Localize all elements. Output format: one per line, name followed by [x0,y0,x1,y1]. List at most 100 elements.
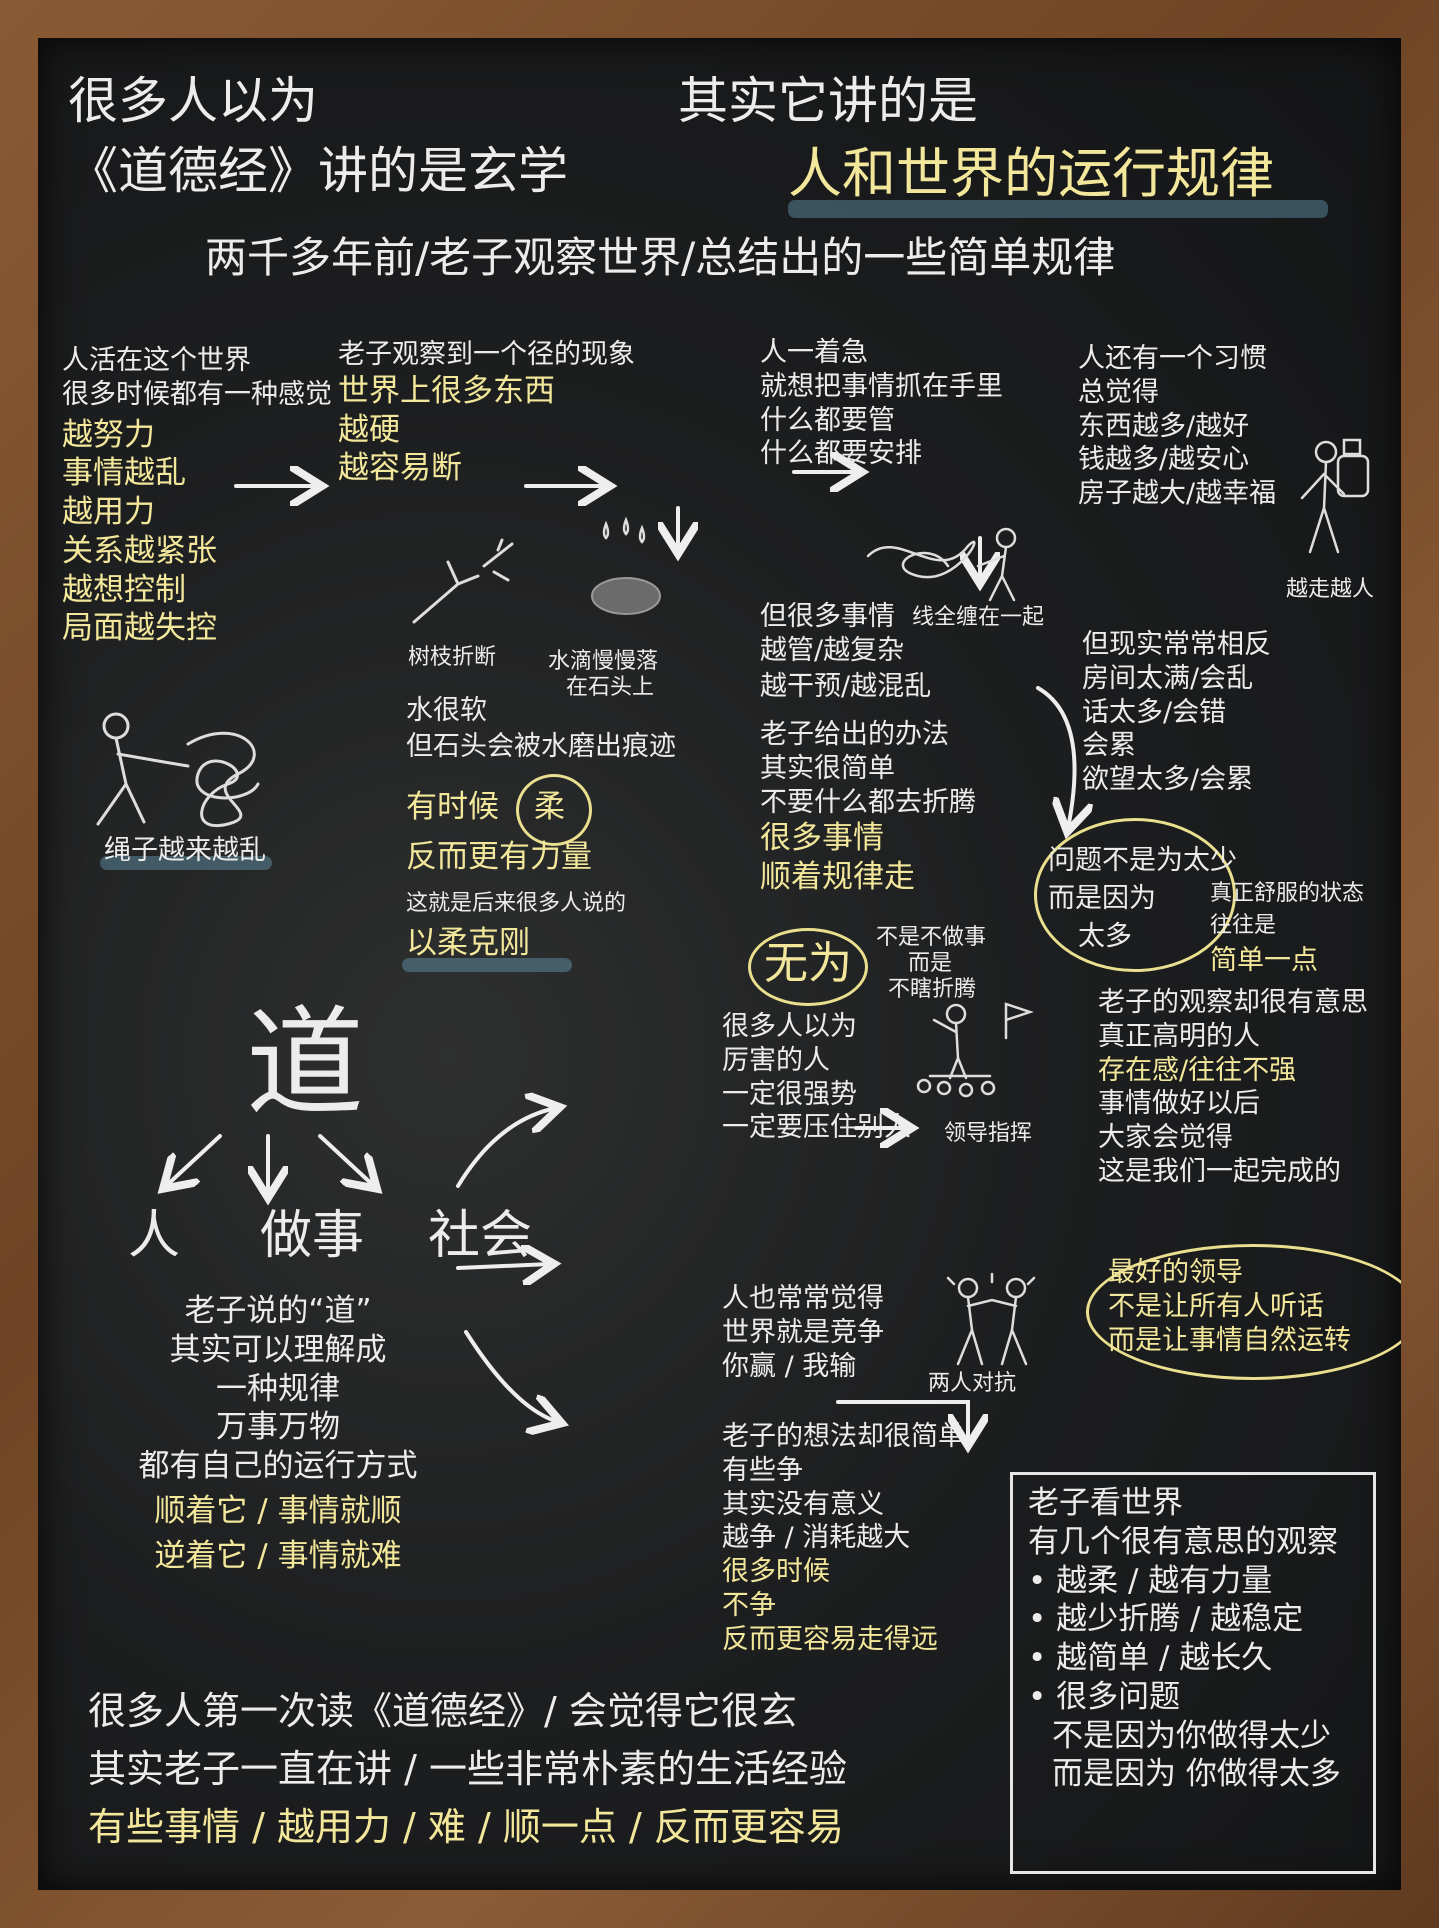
leader-cap: 领导指挥 [944,1121,1033,1146]
header-right-line1: 其实它讲的是 [678,72,978,130]
dao-explain-line: 万事万物 [216,1409,340,1446]
summary-tail: 不是因为你做得太少 [1052,1717,1331,1754]
dao-branch-work: 做事 [260,1206,365,1266]
footer-line2: 其实老子一直在讲 / 一些非常朴素的生活经验 [88,1747,847,1791]
summary-bullet: • 越柔 / 越有力量 [1028,1562,1273,1599]
panel-more: 人还有一个习惯 总觉得 东西越多/越好 钱越多/越安心 房子越大/越幸福 [1078,342,1276,511]
dao-explain-line: 其实可以理解成 [169,1331,387,1368]
summary-title: 有几个很有意思的观察 [1028,1523,1338,1560]
nocompete-line-y: 反而更容易走得远 [722,1623,938,1655]
burdened-walker-icon [1300,438,1370,554]
dao-explain-line: 都有自己的运行方式 [138,1448,418,1484]
p3-wuwei-note: 不瞎折腾 [888,977,977,1002]
p2-water-1: 水很软 [406,695,487,726]
circle-mark [1034,818,1236,972]
summary-bullet-text: 越简单 / 越长久 [1056,1640,1273,1676]
broken-branch-icon [412,538,514,624]
chalkboard: 很多人以为 《道德经》讲的是玄学 其实它讲的是 人和世界的运行规律 两千多年前/… [38,38,1401,1890]
p4-intro: 总觉得 [1078,376,1159,408]
p3-intro: 就想把事情抓在手里 [760,370,1003,402]
p3-method-line: 不要什么都去折腾 [760,786,976,818]
dao-follow: 逆着它 / 事情就难 [154,1537,402,1574]
header-right-line2: 人和世界的运行规律 [788,142,1274,205]
p4-comfort: 真正舒服的状态 [1210,881,1365,906]
p3-intro: 什么都要安排 [760,438,922,470]
summary-bullet: • 越少折腾 / 越稳定 [1028,1601,1304,1638]
footer-line3: 有些事情 / 越用力 / 难 / 顺一点 / 反而更容易 [88,1805,844,1849]
header-left-line1: 很多人以为 [68,72,318,130]
compete-cap: 两人对抗 [928,1371,1017,1396]
leader-right-line: 大家会觉得 [1098,1122,1233,1153]
p4-cap: 越走越人 [1286,577,1375,602]
p4-intro: 房子越大/越幸福 [1078,478,1277,509]
p1-caption: 绳子越来越乱 [104,835,266,866]
summary-bullet-text: 越柔 / 越有力量 [1056,1562,1273,1599]
leader-right: 老子的观察却很有意思 真正高明的人 存在感/往往不强 事情做好以后 大家会觉得 … [1098,986,1368,1189]
p2-cap-water-2: 在石头上 [566,675,655,700]
nocompete-line-y: 不争 [722,1589,776,1621]
p4-reality-line: 会累 [1082,730,1136,762]
p2-item: 越硬 [338,411,400,448]
leader-left: 一定很强势 [722,1078,857,1110]
leader-right-y: 存在感/往往不强 [1098,1054,1297,1086]
nocompete-line: 老子的想法却很简单 [722,1421,965,1452]
leader-best-line: 最好的领导 [1108,1257,1243,1288]
dao-branch-person: 人 [128,1206,181,1266]
p4-circle: 太多 [1078,921,1132,952]
highlight-mark [402,958,572,972]
p2-rou-pre: 有时候 [406,789,499,825]
p3-method-line: 其实很简单 [760,752,895,784]
tangled-rope-icon [96,712,260,828]
panel-compete: 人也常常觉得 世界就是竞争 你赢 / 我输 [722,1282,884,1383]
leader-right-line: 真正高明的人 [1098,1020,1260,1052]
circle-mark [748,928,868,1006]
p4-intro: 钱越多/越安心 [1078,444,1250,476]
p3-intro: 什么都要管 [760,404,895,436]
p4-intro: 东西越多/越好 [1078,410,1250,442]
p4-circle: 问题不是为太少 [1048,845,1237,876]
p4-intro: 人还有一个习惯 [1078,343,1267,374]
compete-line: 世界就是竞争 [722,1316,884,1348]
p1-intro-2: 很多时候都有一种感觉 [62,378,332,410]
nocompete-line: 其实没有意义 [722,1488,884,1520]
compete-line: 人也常常觉得 [722,1283,884,1314]
dao-follow: 顺着它 / 事情就顺 [154,1492,402,1529]
p3-but-rest: 越管/越复杂 [760,635,905,666]
leader-right-line: 老子的观察却很有意思 [1098,987,1368,1018]
nocompete-line: 有些争 [722,1454,803,1486]
p2-item: 世界上很多东西 [338,372,555,409]
leader-left: 一定要压住别人 [722,1112,911,1144]
p3-but-rest: 越干预/越混乱 [760,671,932,702]
summary-box [1010,1472,1376,1874]
leader-best-line: 而是让事情自然运转 [1108,1324,1351,1356]
p3-wuwei-note: 而是 [908,951,953,976]
leader-best: 最好的领导 不是让所有人听话 而是让事情自然运转 [1108,1256,1351,1357]
p2-cap-water-1: 水滴慢慢落 [548,649,659,674]
p4-reality: 但现实常常相反 房间太满/会乱 话太多/会错 会累 欲望太多/会累 [1082,628,1271,797]
dao-character: 道 [246,994,365,1132]
p4-circle: 而是因为 [1048,883,1156,914]
dao-branch-society: 社会 [428,1206,533,1266]
nocompete-line-y: 很多时候 [722,1556,830,1587]
p2-cap-branch: 树枝折断 [408,645,497,670]
panel-control: 人一着急 就想把事情抓在手里 什么都要管 什么都要安排 [760,336,1003,471]
p2-rou-post: 反而更有力量 [406,839,592,875]
leader-right-line: 这是我们一起完成的 [1098,1155,1341,1187]
footer-line1: 很多人第一次读《道德经》/ 会觉得它很玄 [88,1689,797,1733]
summary-bullet: • 越简单 / 越长久 [1028,1640,1273,1676]
p3-method-line: 老子给出的办法 [760,719,949,750]
p4-reality-line: 话太多/会错 [1082,696,1227,728]
highlight-mark [100,856,272,870]
dao-explain-line: 老子说的“道” [184,1293,372,1329]
p3-method: 老子给出的办法 其实很简单 不要什么都去折腾 很多事情 顺着规律走 [760,718,976,897]
panel-leader: 很多人以为 厉害的人 一定很强势 一定要压住别人 [722,1010,911,1145]
nocompete-line: 越争 / 消耗越大 [722,1522,911,1554]
arrow-p4-curve [1036,686,1075,828]
p2-rou: 柔 [534,789,565,825]
p3-but-small: 线全缠在一起 [912,605,1045,630]
p2-intro: 老子观察到一个径的现象 [338,339,635,370]
subtitle: 两千多年前/老子观察世界/总结出的一些简单规律 [205,233,1116,282]
p3-wuwei-note: 不是不做事 [876,925,987,950]
summary-content: 老子看世界 有几个很有意思的观察 • 越柔 / 越有力量 • 越少折腾 / 越稳… [1028,1484,1341,1794]
arrow-dao-right [318,1134,374,1186]
